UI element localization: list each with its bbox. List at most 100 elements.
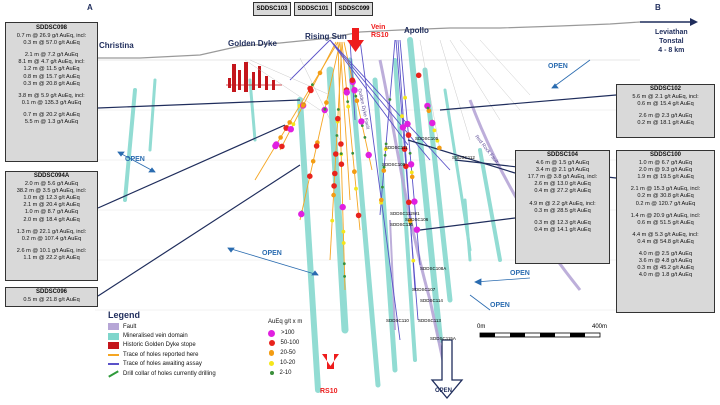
assay-dot [407, 161, 415, 168]
intercept-line: 5.5 m @ 1.3 g/t AuEq [24, 119, 79, 126]
intercept-line: 0.3 m @ 57.0 g/t AuEq [23, 40, 80, 47]
vein-label: Vein RS10 [371, 24, 389, 40]
assay-dot [379, 197, 384, 203]
legend-item: Historic Golden Dyke stope [108, 341, 268, 350]
rs10-arrows [322, 28, 364, 369]
intercept-line: 2.0 m @ 5.6 g/t AuEq [24, 181, 79, 188]
vein-label-line-2: RS10 [371, 32, 389, 39]
assay-dot [413, 226, 421, 233]
scale-bar [479, 332, 601, 338]
assay-dot [384, 142, 388, 146]
assay-dot [332, 170, 338, 177]
hole-label-sddsc107: SDDSC107 [412, 287, 436, 292]
intercept-line: 0.7 m @ 26.9 g/t AuEq, incl: [16, 33, 87, 40]
section-label-a: A [87, 3, 93, 12]
intercept-line: 3.8 m @ 5.9 g/t AuEq, incl: [18, 92, 85, 99]
assay-dot [409, 174, 415, 180]
assay-dot [311, 83, 314, 86]
legend-swatch [108, 363, 119, 366]
grade-legend-item: 10-20 [268, 358, 302, 368]
intercept-line: 1.0 m @ 6.7 g/t AuEq [638, 160, 693, 167]
hole-label-sddsc105: SDDSC105 [415, 136, 439, 141]
assay-dot [349, 77, 356, 83]
hole-label-sddsc106: SDDSC106 [405, 217, 429, 222]
grade-legend-label: 50-100 [280, 340, 300, 346]
intercept-line: 0.3 m @ 28.5 g/t AuEq [534, 207, 591, 214]
intercept-line: 0.4 m @ 54.8 g/t AuEq [637, 238, 694, 245]
open-label-2: OPEN [262, 250, 282, 257]
assay-intercepts [272, 70, 442, 278]
intercept-line: 0.2 m @ 120.7 g/t AuEq [635, 200, 696, 207]
assay-dot [330, 218, 335, 223]
assay-dot [432, 128, 437, 133]
assay-dot [317, 70, 323, 76]
assay-dot [426, 108, 432, 114]
intercept-line: 0.2 m @ 18.1 g/t AuEq [637, 120, 694, 127]
intercept-line: 0.4 m @ 14.1 g/t AuEq [534, 226, 591, 233]
hole-label-sddsc112w1: SDDSC112W1 [390, 211, 420, 216]
intercept-title: SDDSC102 [649, 86, 681, 92]
assay-dot [331, 192, 336, 198]
assay-dot [354, 186, 358, 191]
assay-dot [381, 185, 384, 189]
section-label-b: B [655, 3, 661, 12]
open-label-6: OPEN [490, 302, 510, 309]
intercept-line: 2.1 m @ 20.4 g/t AuEq [23, 202, 80, 209]
assay-dot [415, 72, 422, 79]
bottom-open-arrow [430, 339, 464, 400]
intercept-line: 1.9 m @ 19.5 g/t AuEq [637, 174, 694, 181]
assay-dot [287, 126, 294, 133]
intercept-line: 2.0 m @ 9.3 g/t AuEq [638, 167, 693, 174]
assay-dot [343, 275, 346, 278]
assay-dot [409, 170, 414, 175]
hole-label-sddsc111: SDDSC111 [385, 145, 408, 150]
surface-topography [95, 21, 641, 61]
assay-dot [399, 124, 407, 131]
open-label-3: OPEN [548, 63, 568, 70]
assay-dot [310, 159, 316, 164]
legend-swatch [108, 370, 119, 378]
intercept-line: 3.4 m @ 2.1 g/t AuEq [535, 167, 590, 174]
assay-dot [339, 152, 343, 156]
legend-item: Fault [108, 322, 268, 331]
intercept-line: 4.9 m @ 2.2 g/t AuEq, incl: [529, 200, 596, 207]
open-label-5: OPEN [435, 388, 453, 394]
header-box-sddsc101: SDDSC101 [294, 2, 332, 16]
hole-traces-background [244, 39, 531, 151]
assay-dot [324, 100, 329, 105]
assay-dot [335, 115, 341, 122]
grade-dot-icon [268, 329, 275, 337]
intercept-line: 1.0 m @ 8.7 g/t AuEq [24, 209, 79, 216]
intercept-line: 0.3 m @ 20.8 g/t AuEq [23, 80, 80, 87]
intercept-line: 2.6 m @ 2.3 g/t AuEq [638, 113, 693, 120]
hole-label-sddsc113: SDDSC113 [418, 318, 441, 323]
intercept-line: 1.1 m @ 22.2 g/t AuEq [23, 254, 80, 261]
assay-dot [382, 165, 386, 169]
assay-dot [365, 151, 372, 159]
assay-dot [323, 107, 327, 111]
assay-dot [343, 89, 350, 96]
grade-legend-title: AuEq g/t x m [268, 319, 303, 325]
legend-label: Trace of holes awaiting assay [123, 361, 202, 368]
assay-dot [383, 147, 388, 152]
grade-legend-label: 20-50 [280, 350, 296, 356]
open-label-4: OPEN [510, 270, 530, 277]
grade-legend-item: 50-100 [268, 338, 302, 348]
legend-swatch [108, 353, 119, 356]
intercept-line: 2.6 m @ 13.0 g/t AuEq [534, 181, 591, 188]
assay-dot [406, 199, 412, 206]
intercept-line: 4.6 m @ 1.5 g/t AuEq [535, 160, 590, 167]
assay-dot [435, 138, 440, 143]
assay-dot [338, 141, 344, 147]
assay-dot [405, 132, 412, 138]
assay-dot [300, 103, 306, 108]
intercept-line: 1.3 m @ 22.1 g/t AuEq, incl: [16, 228, 87, 235]
assay-dot [411, 198, 418, 205]
assay-dot [278, 135, 283, 140]
